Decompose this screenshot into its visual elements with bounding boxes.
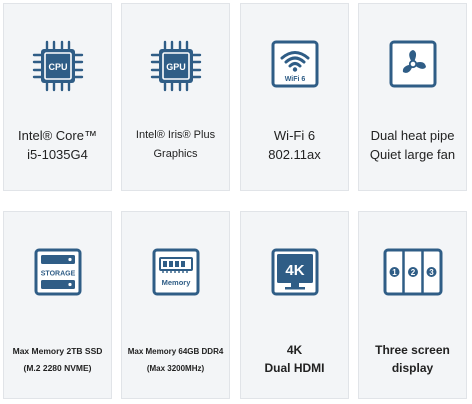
storage-icon-label: STORAGE bbox=[40, 271, 75, 278]
feature-card-cpu: CPU Intel® Core™ i5-1035G4 bbox=[3, 3, 112, 191]
memory-line-2: (Max 3200MHz) bbox=[146, 364, 205, 373]
storage-line-1: Max Memory 2TB SSD bbox=[12, 346, 103, 356]
feature-card-wifi: WiFi 6 Wi-Fi 6 802.11ax bbox=[240, 3, 349, 191]
wifi-icon: WiFi 6 bbox=[271, 40, 318, 88]
memory-line-1: Max Memory 64GB DDR4 bbox=[127, 347, 224, 356]
three-screen-icon: 1 2 3 bbox=[383, 248, 442, 296]
feature-card-three-screen: 1 2 3 Three screen display bbox=[358, 211, 467, 399]
wifi-line-2: 802.11ax bbox=[268, 147, 321, 162]
4k-line-2: Dual HDMI bbox=[264, 361, 325, 375]
screen-number-1: 1 bbox=[392, 268, 397, 277]
gpu-icon-label: GPU bbox=[166, 62, 186, 72]
storage-line-2: (M.2 2280 NVME) bbox=[23, 363, 92, 373]
cpu-label: Intel® Core™ i5-1035G4 bbox=[8, 126, 107, 164]
feature-card-cooling: Dual heat pipe Quiet large fan bbox=[358, 3, 467, 191]
cooling-line-1: Dual heat pipe bbox=[370, 128, 455, 143]
cooling-line-2: Quiet large fan bbox=[369, 147, 456, 162]
gpu-icon: GPU bbox=[150, 40, 201, 92]
gpu-label: Intel® Iris® Plus Graphics bbox=[126, 126, 225, 164]
cpu-icon: CPU bbox=[32, 40, 83, 92]
three-screen-label: Three screen display bbox=[363, 341, 462, 377]
storage-icon: STORAGE bbox=[34, 248, 81, 296]
wifi-icon-label: WiFi 6 bbox=[284, 76, 305, 83]
4k-label: 4K Dual HDMI bbox=[245, 341, 344, 377]
three-screen-line-2: display bbox=[391, 361, 434, 375]
screen-number-2: 2 bbox=[410, 268, 415, 277]
wifi-line-1: Wi-Fi 6 bbox=[273, 128, 316, 143]
4k-icon: 4K bbox=[271, 248, 318, 296]
screen-number-3: 3 bbox=[429, 268, 434, 277]
memory-icon: Memory bbox=[152, 248, 199, 296]
feature-card-gpu: GPU Intel® Iris® Plus Graphics bbox=[121, 3, 230, 191]
memory-icon-label: Memory bbox=[161, 278, 191, 287]
three-screen-line-1: Three screen bbox=[375, 343, 450, 357]
fan-icon bbox=[389, 40, 436, 88]
cpu-icon-label: CPU bbox=[48, 62, 67, 72]
feature-card-4k: 4K 4K Dual HDMI bbox=[240, 211, 349, 399]
wifi-label: Wi-Fi 6 802.11ax bbox=[245, 126, 344, 164]
feature-card-storage: STORAGE Max Memory 2TB SSD (M.2 2280 NVM… bbox=[3, 211, 112, 399]
cooling-label: Dual heat pipe Quiet large fan bbox=[363, 126, 462, 164]
4k-line-1: 4K bbox=[286, 343, 303, 357]
cpu-line-2: i5-1035G4 bbox=[27, 147, 88, 162]
4k-icon-label: 4K bbox=[285, 262, 304, 279]
feature-card-memory: Memory Max Memory 64GB DDR4 (Max 3200MHz… bbox=[121, 211, 230, 399]
gpu-line-2: Graphics bbox=[153, 148, 198, 160]
cpu-line-1: Intel® Core™ bbox=[18, 128, 97, 143]
memory-label: Max Memory 64GB DDR4 (Max 3200MHz) bbox=[126, 343, 225, 377]
storage-label: Max Memory 2TB SSD (M.2 2280 NVME) bbox=[8, 343, 107, 377]
gpu-line-1: Intel® Iris® Plus bbox=[135, 129, 216, 141]
